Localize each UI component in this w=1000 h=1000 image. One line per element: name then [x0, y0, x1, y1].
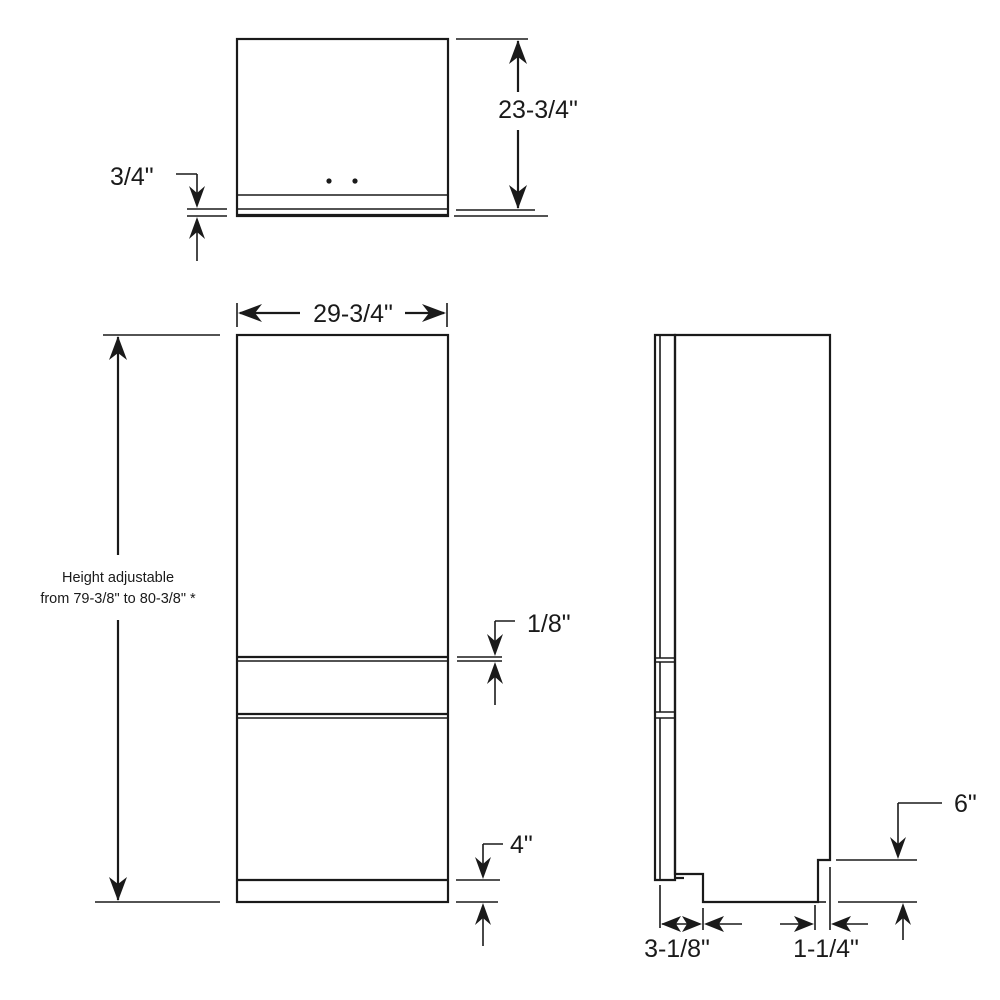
top-view-outline	[235, 37, 450, 218]
dot-icon	[352, 178, 358, 184]
rear-height-label: 6"	[954, 790, 977, 818]
toe-depth-label: 3-1/8"	[644, 935, 710, 963]
dot-icon	[326, 178, 332, 184]
arrow-down-icon	[487, 634, 503, 656]
height-note-line2: from 79-3/8" to 80-3/8" *	[40, 591, 196, 607]
width-label: 29-3/4"	[313, 300, 393, 328]
front-view-outline	[235, 333, 450, 904]
arrow-up-icon	[509, 40, 527, 64]
arrow-down-icon	[189, 186, 205, 208]
arrow-down-icon	[109, 877, 127, 901]
arrow-down-icon	[475, 857, 491, 879]
arrow-up-icon	[487, 662, 503, 684]
base-label: 4"	[510, 831, 533, 859]
arrow-up-icon	[475, 903, 491, 925]
arrow-down-icon	[890, 837, 906, 859]
arrow-up-icon	[895, 903, 911, 925]
arrow-left-icon	[661, 916, 681, 932]
arrow-left-icon	[831, 916, 851, 932]
arrow-right-icon	[794, 916, 814, 932]
top-view-height-label: 23-3/4"	[498, 96, 578, 124]
toe-dim-label: 3/4"	[110, 163, 154, 191]
arrow-right-icon	[682, 916, 702, 932]
arrow-up-icon	[109, 336, 127, 360]
rear-offset-label: 1-1/4"	[793, 935, 859, 963]
top-view: 23-3/4" 3/4"	[110, 37, 578, 261]
side-view: 6" 3-1/8" 1-1/4"	[644, 333, 977, 963]
arrow-left-icon	[238, 304, 262, 322]
arrow-right-icon	[422, 304, 446, 322]
side-view-body	[673, 333, 832, 904]
arrow-down-icon	[509, 185, 527, 209]
arrow-left-icon	[704, 916, 724, 932]
height-note-line1: Height adjustable	[62, 570, 174, 586]
front-view: 29-3/4" Height adjustable from 79-3/8" t…	[40, 300, 571, 946]
gap-label: 1/8"	[527, 610, 571, 638]
